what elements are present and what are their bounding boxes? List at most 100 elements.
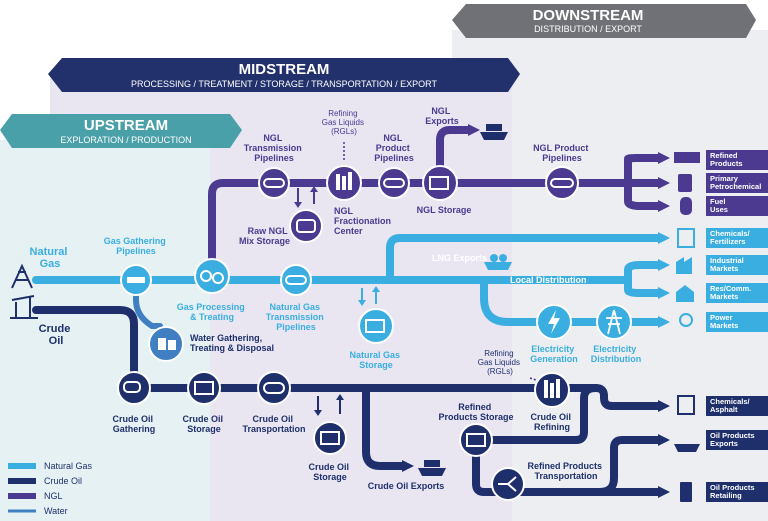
output-icons bbox=[674, 152, 700, 502]
label-ng-storage: Natural Gas Storage bbox=[349, 350, 402, 370]
downstream-banner bbox=[452, 4, 756, 38]
label-ngl-transmission: NGL Transmission Pipelines bbox=[244, 133, 305, 163]
gas-arrow-power bbox=[658, 316, 670, 328]
label-local-distribution: Local Distribution bbox=[510, 275, 587, 285]
tanker-ship-icon bbox=[674, 444, 700, 452]
gas-arrow-res bbox=[658, 287, 670, 299]
chemical-plant-icon bbox=[677, 228, 695, 248]
label-ngl-exports: NGL Exports bbox=[425, 106, 459, 126]
ngl-arrow-petro bbox=[658, 177, 670, 189]
crude-arrow-exports bbox=[658, 434, 670, 446]
label-electricity-distribution: Electricity Distribution bbox=[591, 344, 642, 364]
gas-storage-down-arrow bbox=[358, 300, 366, 306]
label-crude-storage-2: Crude Oil Storage bbox=[308, 462, 351, 482]
refinery-icon bbox=[677, 395, 695, 415]
ngl-exports-ship-icon bbox=[480, 124, 508, 140]
raw-ngl-up-arrow bbox=[310, 186, 318, 192]
label-refined-products-storage: Refined Products Storage bbox=[438, 402, 513, 422]
gas-storage-arrows bbox=[361, 288, 377, 304]
raw-ngl-down-arrow bbox=[294, 202, 302, 208]
node-refined-products-storage bbox=[459, 423, 493, 457]
node-crude-storage-2 bbox=[313, 421, 347, 455]
label-crude-refining: Crude Oil Refining bbox=[530, 412, 573, 432]
crude-oil-pipelines bbox=[32, 306, 664, 496]
crude-storage-down-arrow bbox=[314, 410, 322, 416]
output-chemicals-asphalt: Chemicals/Asphalt bbox=[710, 397, 751, 414]
node-electricity-generation bbox=[536, 304, 572, 340]
node-gas-processing bbox=[194, 258, 230, 294]
fuel-pump-icon bbox=[680, 482, 692, 502]
node-crude-gathering bbox=[117, 371, 151, 405]
node-ngl-fractionation bbox=[326, 165, 362, 201]
legend-label-water: Water bbox=[44, 506, 68, 516]
node-raw-ngl bbox=[289, 209, 323, 243]
label-crude-gathering: Crude Oil Gathering bbox=[112, 414, 155, 434]
legend-label-ngl: NGL bbox=[44, 491, 63, 501]
ngl-arrow-fuel bbox=[658, 200, 670, 212]
upstream-subtitle: EXPLORATION / PRODUCTION bbox=[60, 135, 191, 145]
upstream-banner bbox=[0, 114, 242, 148]
legend-label-crude-oil: Crude Oil bbox=[44, 476, 82, 486]
downstream-title: DOWNSTREAM bbox=[533, 7, 644, 24]
node-refined-products-transportation bbox=[491, 467, 525, 501]
label-electricity-generation: Electricity Generation bbox=[530, 344, 578, 364]
tablet-icon bbox=[678, 174, 692, 192]
label-water-gathering: Water Gathering, Treating & Disposal bbox=[190, 333, 274, 353]
node-crude-refining bbox=[534, 372, 570, 408]
water-pipeline bbox=[133, 283, 163, 329]
ngl-arrow-refined bbox=[658, 152, 670, 164]
label-ngl-storage: NGL Storage bbox=[417, 205, 472, 215]
factory-icon bbox=[676, 257, 692, 274]
source-crude-oil-label: Crude Oil bbox=[39, 323, 74, 347]
node-ngl-product-pipelines-right bbox=[545, 166, 579, 200]
label-crude-storage-1: Crude Oil Storage bbox=[182, 414, 225, 434]
node-water-gathering bbox=[148, 326, 184, 362]
gas-arrow-chem bbox=[658, 232, 670, 244]
label-ngt-pipelines: Natural Gas Transmission Pipelines bbox=[266, 302, 327, 332]
node-ngl-product-pipelines-mid bbox=[378, 167, 410, 199]
label-lng-exports: LNG Exports bbox=[432, 253, 487, 263]
midstream-title: MIDSTREAM bbox=[239, 61, 330, 78]
gas-arrow-industrial bbox=[658, 259, 670, 271]
crude-arrow-asphalt bbox=[658, 400, 670, 412]
ngl-pipelines bbox=[208, 126, 664, 262]
node-ng-storage bbox=[358, 308, 394, 344]
upstream-title: UPSTREAM bbox=[84, 117, 168, 134]
node-ngt-pipelines bbox=[280, 264, 312, 296]
node-ngl-storage bbox=[422, 165, 458, 201]
crude-storage-arrows bbox=[317, 396, 341, 414]
label-crude-exports: Crude Oil Exports bbox=[368, 481, 445, 491]
legend-label-natural-gas: Natural Gas bbox=[44, 461, 93, 471]
node-crude-transportation bbox=[257, 371, 291, 405]
crude-arrow-retail bbox=[658, 486, 670, 498]
lng-exports-ship-icon bbox=[484, 254, 512, 270]
midstream-banner bbox=[48, 58, 520, 92]
node-crude-storage-1 bbox=[187, 371, 221, 405]
crude-exports-ship-icon bbox=[418, 460, 446, 476]
lightbulb-icon bbox=[679, 313, 693, 327]
label-ngl-fractionation: NGL Fractionation Center bbox=[334, 206, 394, 236]
source-natural-gas-label: Natural Gas bbox=[30, 246, 71, 270]
label-crude-transportation: Crude Oil Transportation bbox=[242, 414, 305, 434]
node-gas-gathering bbox=[120, 264, 152, 296]
downstream-subtitle: DISTRIBUTION / EXPORT bbox=[534, 24, 642, 34]
midstream-subtitle: PROCESSING / TREATMENT / STORAGE / TRANS… bbox=[131, 79, 438, 89]
oil-pump-icon bbox=[10, 295, 38, 319]
gas-cylinder-icon bbox=[680, 197, 692, 215]
output-chemicals-fertilizers: Chemicals/Fertilizers bbox=[710, 229, 751, 246]
house-icon bbox=[676, 285, 694, 302]
ngl-arrow-exports bbox=[468, 124, 480, 136]
label-refined-products-transportation: Refined Products Transportation bbox=[527, 461, 604, 481]
truck-icon bbox=[674, 152, 700, 163]
crude-storage-up-arrow bbox=[336, 394, 344, 400]
label-ngl-product-pipelines-mid: NGL Product Pipelines bbox=[374, 133, 414, 163]
label-gas-gathering: Gas Gathering Pipelines bbox=[104, 236, 169, 256]
gas-storage-up-arrow bbox=[372, 286, 380, 292]
